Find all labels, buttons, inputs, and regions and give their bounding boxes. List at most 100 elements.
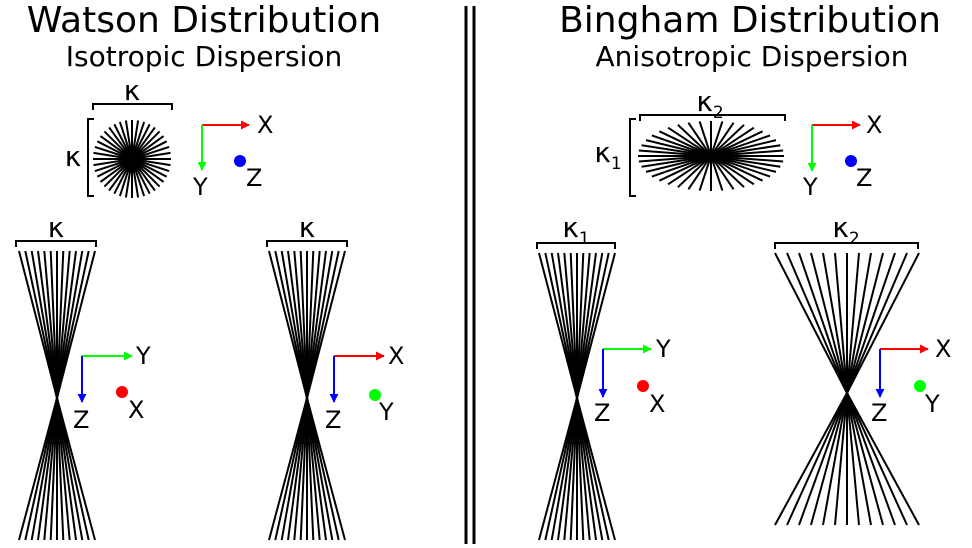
cone-line-upper <box>576 252 585 399</box>
cone-line-upper <box>56 250 65 399</box>
cone-line-lower <box>557 397 578 541</box>
watson-side-kappa-label: κ <box>65 140 82 173</box>
cone-line-upper <box>30 250 58 399</box>
cone-line-lower <box>56 397 71 541</box>
cone-line-lower <box>846 392 884 526</box>
z-axis-label: Z <box>246 164 262 192</box>
cone-line-lower <box>49 397 58 541</box>
cone-line-upper <box>846 252 884 394</box>
bingham-side1-kappa-label: κ1 <box>562 211 589 249</box>
cone-line-lower <box>56 397 84 541</box>
x-axis-dot <box>116 386 128 398</box>
cone-line-lower <box>834 392 848 526</box>
bingham-side-view-1: κ1 Y Z X <box>536 211 671 541</box>
cone-line-lower <box>563 397 578 541</box>
bingham-top-kappa-bracket <box>639 114 786 121</box>
bingham-hourglass-2 <box>774 252 920 526</box>
bingham-top-view: κ2 κ1 X Y Z <box>594 85 882 201</box>
cone-line-upper <box>576 252 610 399</box>
cone-line-upper <box>268 250 308 399</box>
watson-side1-kappa-label: κ <box>48 211 65 244</box>
cone-line-lower <box>846 392 920 526</box>
cone-line-lower <box>30 397 58 541</box>
cone-line-upper <box>306 250 334 399</box>
cone-line-upper <box>786 252 848 394</box>
bingham-subtitle: Anisotropic Dispersion <box>596 40 909 73</box>
bingham-side1-kappa-bracket <box>536 242 616 249</box>
watson-hourglass-2 <box>268 250 346 541</box>
cone-line-upper <box>293 250 308 399</box>
cone-line-lower <box>822 392 848 526</box>
cone-line-upper <box>834 252 848 394</box>
cone-line-upper <box>846 252 908 394</box>
kappa-symbol: κ <box>832 211 849 244</box>
cone-line-upper <box>299 250 308 399</box>
watson-top-axes: X Y Z <box>192 111 273 201</box>
cone-line-lower <box>550 397 578 541</box>
x-axis-label: X <box>128 396 144 424</box>
cone-line-upper <box>56 250 96 399</box>
cone-line-upper <box>576 252 616 399</box>
cone-line-upper <box>306 250 340 399</box>
cone-line-lower <box>287 397 308 541</box>
cone-line-lower <box>56 397 77 541</box>
watson-top-view: κ κ X Y Z <box>65 74 274 201</box>
watson-side2-axes: X Z Y <box>325 342 404 434</box>
watson-title: Watson Distribution <box>27 0 382 41</box>
bingham-side2-kappa-label: κ2 <box>832 211 859 249</box>
cone-line-lower <box>293 397 308 541</box>
cone-line-upper <box>56 250 71 399</box>
cone-line-upper <box>810 252 848 394</box>
panel-divider <box>464 6 476 544</box>
cone-line-lower <box>56 397 65 541</box>
cone-line-lower <box>846 392 908 526</box>
cone-line-upper <box>287 250 308 399</box>
cone-line-upper <box>822 252 848 394</box>
bingham-side2-kappa-bracket <box>774 242 919 249</box>
cone-line-lower <box>268 397 308 541</box>
cone-line-lower <box>306 397 334 541</box>
watson-side-kappa-bracket <box>87 118 94 197</box>
cone-line-upper <box>846 252 872 394</box>
cone-line-upper <box>569 252 578 399</box>
cone-line-upper <box>576 252 604 399</box>
cone-line-lower <box>306 397 340 541</box>
bingham-panel: Bingham Distribution Anisotropic Dispers… <box>536 0 951 541</box>
z-axis-label: Z <box>594 399 610 427</box>
cone-line-upper <box>306 250 321 399</box>
cone-line-lower <box>786 392 848 526</box>
cone-line-lower <box>576 397 597 541</box>
cone-line-lower <box>846 392 860 526</box>
cone-line-upper <box>576 252 591 399</box>
cone-line-upper <box>56 250 77 399</box>
cone-line-lower <box>24 397 58 541</box>
kappa-subscript: 1 <box>611 154 622 174</box>
cone-line-lower <box>576 397 604 541</box>
z-axis-dot <box>234 155 246 167</box>
cone-line-upper <box>774 252 848 394</box>
bingham-starburst <box>638 121 784 191</box>
cone-line-lower <box>306 397 315 541</box>
cone-line-upper <box>280 250 308 399</box>
bingham-side-view-2: κ2 X Z Y <box>774 211 951 526</box>
cone-line-lower <box>576 397 616 541</box>
y-axis-label: Y <box>378 398 394 426</box>
bingham-top-axes: X Y Z <box>802 111 882 201</box>
cone-line-upper <box>846 252 860 394</box>
kappa-subscript: 2 <box>713 103 724 123</box>
z-axis-label: Z <box>325 406 341 434</box>
watson-side1-kappa-bracket <box>15 240 97 247</box>
cone-line-lower <box>274 397 308 541</box>
x-axis-dot <box>637 380 649 392</box>
kappa-subscript: 2 <box>849 229 860 249</box>
cone-line-upper <box>56 250 84 399</box>
cone-line-upper <box>576 252 597 399</box>
cone-line-upper <box>563 252 578 399</box>
cone-line-lower <box>810 392 848 526</box>
cone-line-lower <box>56 397 90 541</box>
kappa-symbol: κ <box>594 136 611 169</box>
bingham-side1-axes: Y Z X <box>594 335 671 427</box>
bingham-title: Bingham Distribution <box>559 0 941 41</box>
watson-side-view-2: κ X Z Y <box>266 211 404 541</box>
